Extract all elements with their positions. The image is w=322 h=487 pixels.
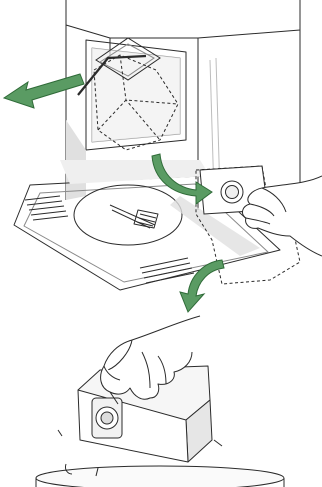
arrow-left-icon	[4, 74, 84, 108]
arrow-drop-icon	[180, 260, 224, 312]
